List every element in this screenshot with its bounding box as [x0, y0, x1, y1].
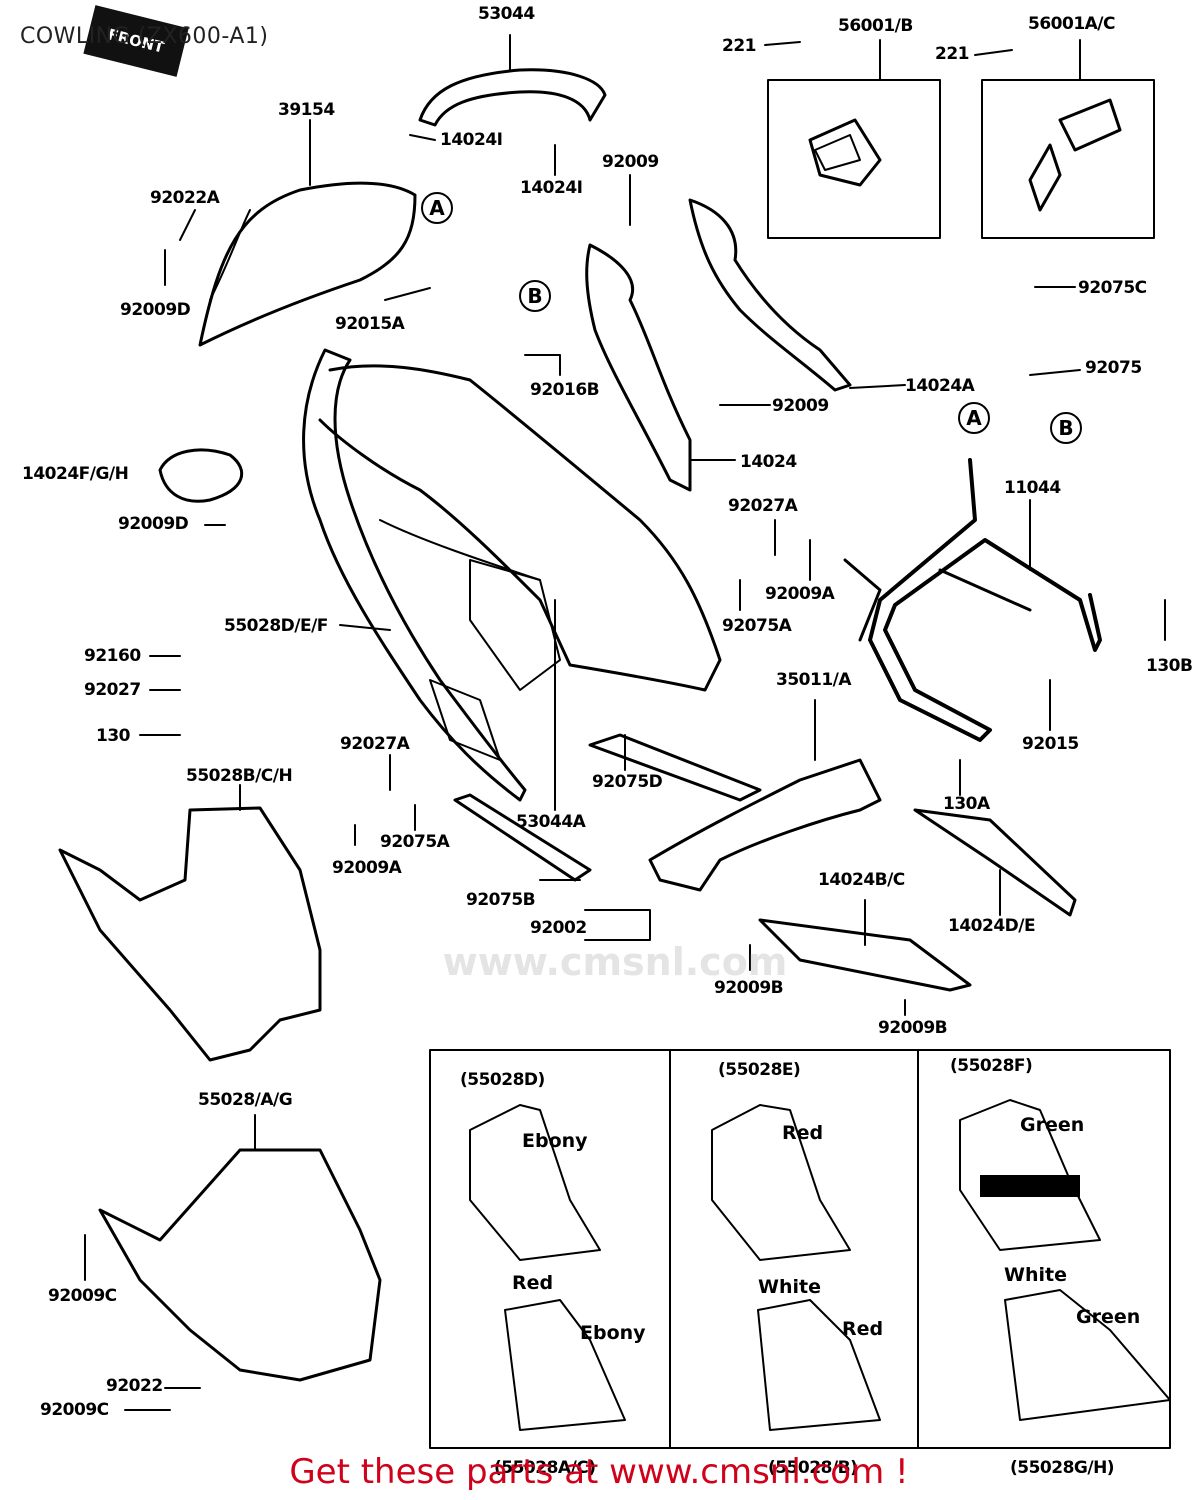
- variant-top-color: Green: [1020, 1114, 1085, 1136]
- reference-marker-a: A: [958, 402, 990, 434]
- part-label: 53044A: [516, 812, 586, 832]
- part-label: 14024: [740, 452, 797, 472]
- inner-panel-part: [585, 243, 692, 492]
- part-label: 92015A: [335, 314, 405, 334]
- strip-14024de: [913, 808, 1077, 917]
- variant-top-part-label: (55028E): [718, 1060, 801, 1080]
- part-label: 92009C: [48, 1286, 117, 1306]
- windscreen-part: [198, 181, 417, 347]
- strip-92075b: [453, 793, 592, 882]
- meter-panel-part: [158, 448, 244, 503]
- part-label: 92027A: [340, 734, 410, 754]
- part-label: 130B: [1146, 656, 1193, 676]
- part-label: 92160: [84, 646, 141, 666]
- part-label: 92075D: [592, 772, 663, 792]
- part-label: 92027A: [728, 496, 798, 516]
- inner-panel-a-part: [688, 198, 852, 392]
- part-label: 14024D/E: [948, 916, 1036, 936]
- part-label: 56001/B: [838, 16, 913, 36]
- part-label: 92002: [530, 918, 587, 938]
- part-label: 53044: [478, 4, 535, 24]
- part-label: 92075A: [380, 832, 450, 852]
- part-label: 92009A: [332, 858, 402, 878]
- reference-marker-b: B: [1050, 412, 1082, 444]
- part-label: 221: [935, 44, 970, 64]
- variant-mid-color: White: [758, 1276, 821, 1298]
- part-label: 92015: [1022, 734, 1079, 754]
- part-label: 55028B/C/H: [186, 766, 293, 786]
- mirror-left-box: [767, 79, 941, 239]
- variant-top-color: Red: [782, 1122, 824, 1144]
- color-variants-box: [429, 1049, 1171, 1449]
- part-label: 92009C: [40, 1400, 109, 1420]
- lower-fairing-side-part: [58, 806, 322, 1062]
- cowling-stay-part: [843, 458, 1102, 742]
- variant-bottom-color: Ebony: [580, 1322, 646, 1344]
- part-label: 130A: [943, 794, 990, 814]
- part-label: 92027: [84, 680, 141, 700]
- variant-bottom-part-label: (55028A/C): [494, 1458, 596, 1478]
- part-label: 14024F/G/H: [22, 464, 129, 484]
- variant-top-part-label: (55028F): [950, 1056, 1033, 1076]
- part-label: 92009D: [120, 300, 191, 320]
- part-label: 92009D: [118, 514, 189, 534]
- part-label: 55028D/E/F: [224, 616, 328, 636]
- part-label: 14024B/C: [818, 870, 905, 890]
- part-label: 14024I: [520, 178, 583, 198]
- watermark-text: www.cmsnl.com: [442, 940, 788, 984]
- part-label: 92016B: [530, 380, 600, 400]
- part-label: 92075B: [466, 890, 536, 910]
- part-label: 92009B: [714, 978, 784, 998]
- variant-top-part-label: (55028D): [460, 1070, 545, 1090]
- part-label: 11044: [1004, 478, 1061, 498]
- parts-store-link[interactable]: Get these parts at www.cmsnl.com !: [289, 1452, 909, 1492]
- part-label: 92075: [1085, 358, 1142, 378]
- inner-cover-part: [648, 758, 882, 892]
- variant-bottom-color: Green: [1076, 1306, 1141, 1328]
- part-label: 14024A: [905, 376, 975, 396]
- part-label: 56001A/C: [1028, 14, 1116, 34]
- part-label: 39154: [278, 100, 335, 120]
- grab-rail-part: [418, 68, 607, 127]
- variant-bottom-part-label: (55028G/H): [1010, 1458, 1115, 1478]
- part-label: 92022A: [150, 188, 220, 208]
- part-label: 92075C: [1078, 278, 1147, 298]
- page-title: COWLING (ZX600-A1): [20, 24, 269, 49]
- variant-top-color: Ebony: [522, 1130, 588, 1152]
- variant-bottom-part-label: (55028/B): [768, 1458, 858, 1478]
- part-label: 92009: [772, 396, 829, 416]
- variant-bottom-color: Red: [842, 1318, 884, 1340]
- mirror-right-box: [981, 79, 1155, 239]
- part-label: 92075A: [722, 616, 792, 636]
- variant-mid-color: White: [1004, 1264, 1067, 1286]
- part-label: 14024I: [440, 130, 503, 150]
- part-label: 35011/A: [776, 670, 852, 690]
- part-label: 92022: [106, 1376, 163, 1396]
- variant-mid-color: Red: [512, 1272, 554, 1294]
- part-label: 130: [96, 726, 131, 746]
- leader-lines: [84, 34, 1166, 1411]
- upper-cowling-part: [302, 348, 722, 802]
- part-label: 92009A: [765, 584, 835, 604]
- reference-marker-a: A: [421, 192, 453, 224]
- part-label: 92009B: [878, 1018, 948, 1038]
- part-label: 221: [722, 36, 757, 56]
- part-label: 92009: [602, 152, 659, 172]
- part-label: 55028/A/G: [198, 1090, 293, 1110]
- strip-14024bc: [758, 918, 972, 992]
- under-cowl-part: [98, 1148, 382, 1382]
- strip-92075d: [588, 733, 762, 802]
- reference-marker-b: B: [519, 280, 551, 312]
